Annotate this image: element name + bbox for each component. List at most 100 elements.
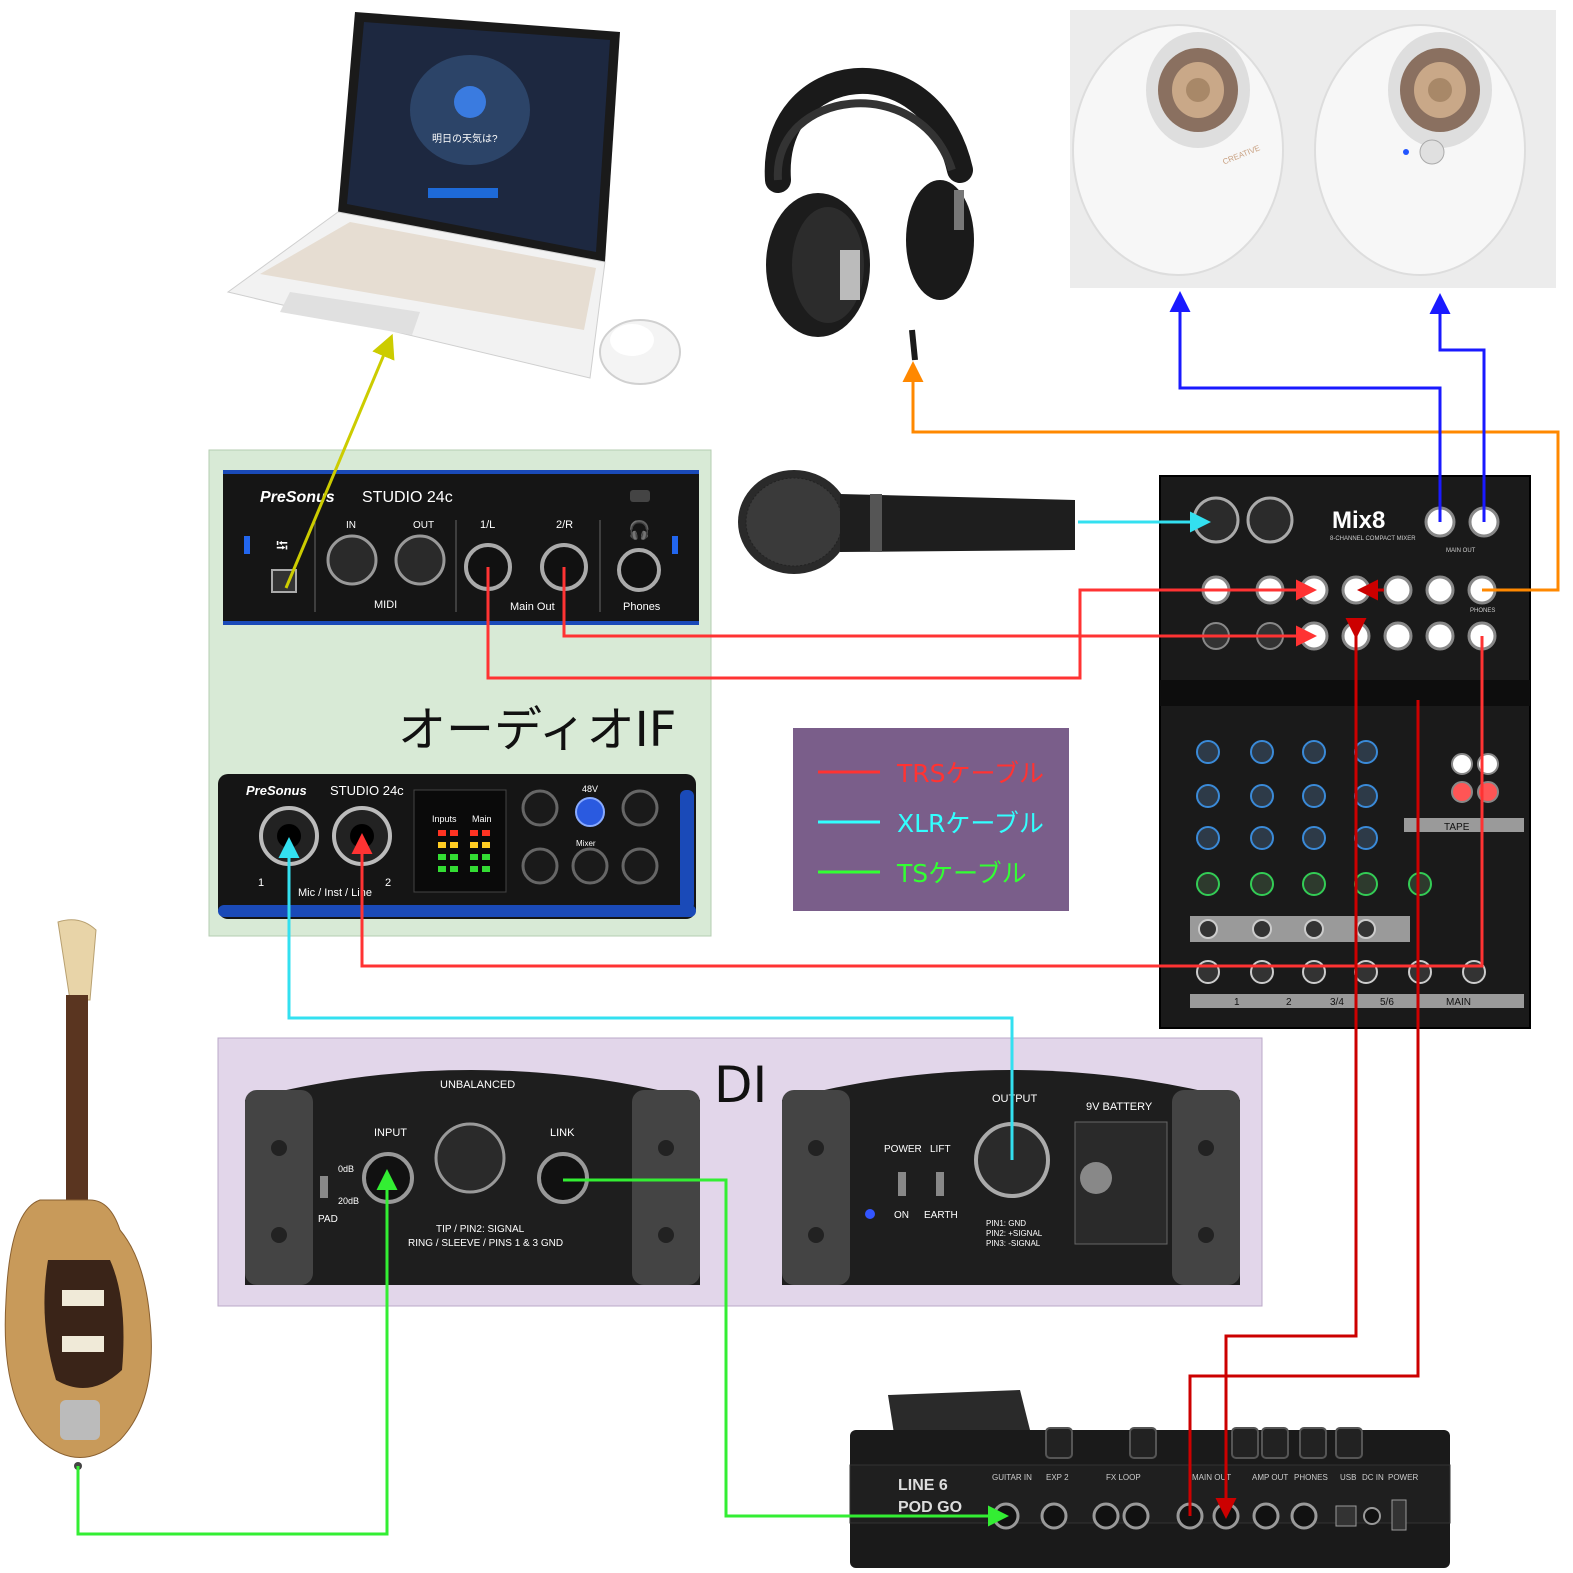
di-pin2-label: PIN2: +SIGNAL [986, 1229, 1043, 1238]
di-20db-label: 20dB [338, 1196, 359, 1206]
mixer-brand: Mix8 [1332, 507, 1385, 534]
pod-power-switch[interactable] [1391, 1499, 1407, 1531]
di-output-label: OUTPUT [992, 1093, 1038, 1105]
cable-phones [902, 361, 1560, 592]
phones-jack[interactable] [617, 548, 661, 592]
headphones-icon: 🎧 [628, 519, 650, 540]
mic-inst-line-label: Mic / Inst / Line [298, 887, 372, 899]
phantom-power-button[interactable] [575, 797, 605, 827]
midi-in-label: IN [346, 520, 356, 531]
meter-display [413, 789, 507, 893]
di-pin-note-1: TIP / PIN2: SIGNAL [436, 1224, 525, 1235]
interface-rear-brand: PreSonus [260, 489, 335, 506]
pod-exp2-label: EXP 2 [1046, 1473, 1069, 1482]
midi-out-label: OUT [413, 520, 434, 531]
pod-brand: LINE 6 [898, 1477, 948, 1494]
interface-rear-model: STUDIO 24c [362, 489, 453, 506]
legend-label-xlr: XLRケーブル [897, 809, 1044, 838]
cable-link-ts [563, 1178, 1009, 1527]
mixer: Mix8 8-CHANNEL COMPACT MIXER MAIN OUT PH… [1159, 475, 1531, 1029]
volume-knob[interactable] [1419, 139, 1445, 165]
di-pad-switch[interactable] [320, 1176, 328, 1198]
mixer-ch-2-label: 2 [1286, 997, 1292, 1008]
pod-phones-label: PHONES [1294, 1473, 1328, 1482]
interface-front-brand: PreSonus [246, 783, 307, 798]
di-pin-note-2: RING / SLEEVE / PINS 1 & 3 GND [408, 1238, 563, 1249]
mixer-phones-label: PHONES [1470, 608, 1495, 614]
speaker-right [1314, 24, 1526, 276]
phones-volume-knob[interactable] [621, 847, 659, 885]
cable-main-out-r [562, 567, 1317, 647]
pod-usb-port[interactable] [1335, 1505, 1357, 1527]
di-battery-label: 9V BATTERY [1086, 1101, 1153, 1113]
mixer-tape-label: TAPE [1444, 822, 1470, 833]
mixer-knob[interactable] [571, 847, 609, 885]
mic-xlr-input-1[interactable] [1192, 496, 1240, 544]
di-input-label: INPUT [374, 1127, 407, 1139]
di-earth-label: EARTH [924, 1210, 958, 1221]
di-power-led [865, 1209, 875, 1219]
main-volume-knob[interactable] [621, 789, 659, 827]
mixer-label: Mixer [576, 839, 596, 848]
mouse [599, 319, 681, 385]
cable-main-out-l [486, 567, 1317, 680]
pod-fx-loop-label: FX LOOP [1106, 1473, 1141, 1482]
headphones [764, 67, 974, 361]
pod-guitar-in-label: GUITAR IN [992, 1473, 1032, 1482]
interface-front-model: STUDIO 24c [330, 783, 404, 798]
mixer-ch-1-label: 1 [1234, 997, 1240, 1008]
out-2r-label: 2/R [556, 519, 573, 531]
meter-main-label: Main [472, 814, 492, 824]
di-pad-label: PAD [318, 1214, 338, 1225]
out-1l-label: 1/L [480, 519, 495, 531]
cable-speaker-right [1429, 293, 1486, 522]
di-label: DI [714, 1056, 767, 1114]
di-unbalanced-label: UNBALANCED [440, 1079, 515, 1091]
cable-aux-send [351, 636, 1484, 968]
mixer-main-label: MAIN [1446, 997, 1471, 1008]
di-power-switch[interactable] [898, 1172, 906, 1196]
cable-di-xlr [278, 837, 1014, 1160]
mixer-ch-34-label: 3/4 [1330, 997, 1344, 1008]
pod-go: LINE 6 POD GO GUITAR IN EXP 2 FX LOOP MA… [849, 1390, 1451, 1568]
di-box-output-side: OUTPUT 9V BATTERY POWER LIFT ON EARTH PI… [782, 1070, 1240, 1285]
phantom-label: 48V [582, 784, 598, 794]
di-box-input-side: UNBALANCED INPUT LINK 0dB 20dB PAD TIP /… [245, 1070, 700, 1285]
pod-amp-out-label: AMP OUT [1252, 1473, 1288, 1482]
input-1-number: 1 [258, 877, 264, 889]
legend-label-trs: TRSケーブル [896, 759, 1044, 788]
legend: TRSケーブル XLRケーブル TSケーブル [793, 728, 1069, 911]
guitar [4, 919, 152, 1470]
legend-label-ts: TSケーブル [896, 859, 1027, 888]
di-0db-label: 0dB [338, 1164, 354, 1174]
gain-knob-1[interactable] [521, 789, 559, 827]
speaker-left: CREATIVE [1072, 24, 1284, 276]
pod-main-out-label: MAIN OUT [1192, 1473, 1231, 1482]
pod-model: POD GO [898, 1499, 962, 1516]
di-power-label: POWER [884, 1144, 922, 1155]
laptop-screen-text: 明日の天気は? [432, 132, 498, 145]
phones-label: Phones [623, 601, 661, 613]
cable-speaker-left [1169, 291, 1442, 522]
meter-inputs-label: Inputs [432, 814, 457, 824]
mixer-main-out-label: MAIN OUT [1446, 548, 1476, 554]
kensington-lock [630, 490, 650, 502]
pod-usb-label: USB [1340, 1473, 1356, 1482]
input-2-number: 2 [385, 877, 391, 889]
laptop: 明日の天気は? [226, 12, 620, 379]
di-on-label: ON [894, 1210, 909, 1221]
di-pin3-label: PIN3: -SIGNAL [986, 1239, 1041, 1248]
gain-knob-2[interactable] [521, 847, 559, 885]
usb-icon: ⭾ [276, 538, 288, 555]
midi-out-port[interactable] [394, 534, 446, 586]
di-lift-switch[interactable] [936, 1172, 944, 1196]
midi-in-port[interactable] [326, 534, 378, 586]
mic-xlr-input-2[interactable] [1246, 496, 1294, 544]
cable-usb [284, 333, 395, 589]
di-lift-label: LIFT [930, 1144, 951, 1155]
main-out-label: Main Out [510, 601, 555, 613]
di-xlr-connector[interactable] [434, 1122, 506, 1194]
di-link-jack[interactable] [537, 1152, 589, 1204]
pod-dc-in-jack[interactable] [1363, 1507, 1381, 1525]
